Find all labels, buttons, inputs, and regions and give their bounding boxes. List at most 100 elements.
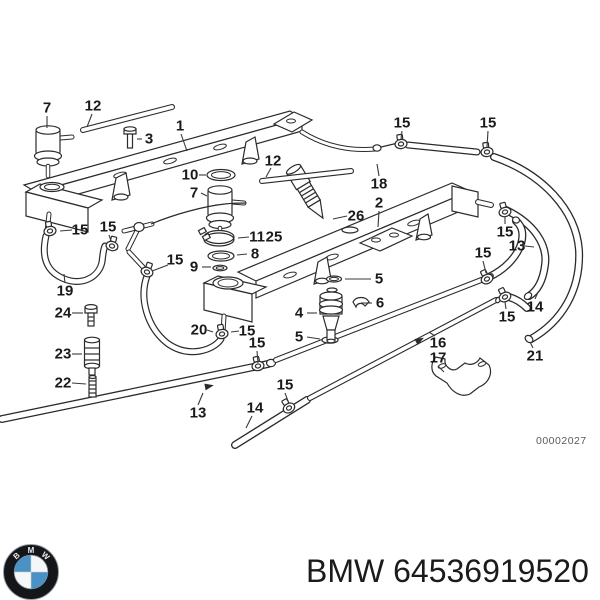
callout-label-18: 18 (371, 176, 388, 193)
callout-label-2: 2 (375, 195, 383, 212)
callout-label-6: 6 (376, 295, 384, 312)
callout-label-15: 15 (499, 309, 516, 326)
callout-leader (437, 365, 445, 373)
callout-label-15: 15 (394, 115, 411, 132)
callout-leader (377, 210, 380, 228)
callout-label-15: 15 (497, 224, 514, 241)
callout-label-3: 3 (145, 131, 153, 148)
callout-label-1: 1 (176, 118, 184, 135)
clip-6 (352, 296, 370, 309)
logo-letter-m: M (28, 546, 35, 555)
callout-label-17: 17 (430, 350, 447, 367)
callout-label-16: 16 (430, 335, 447, 352)
logo-letter-w: W (40, 550, 52, 562)
callout-label-19: 19 (57, 283, 74, 300)
callout-label-8: 8 (251, 246, 259, 263)
stud-22 (88, 374, 97, 398)
bmw-logo: B M W (3, 544, 59, 600)
callout-leader (376, 163, 380, 177)
hose-19 (40, 232, 109, 285)
o-ring-9 (212, 264, 228, 272)
callout-leader (284, 392, 289, 402)
callout-label-13: 13 (509, 238, 526, 255)
fuel-pipe-12-center (259, 168, 354, 184)
callout-label-26: 26 (348, 208, 365, 225)
callout-label-15: 15 (100, 219, 117, 236)
o-ring-5-upper (325, 275, 343, 283)
callout-label-21: 21 (527, 348, 544, 365)
callout-leader (306, 336, 321, 340)
callout-label-15: 15 (167, 252, 184, 269)
seal-ring-10 (206, 168, 236, 182)
callout-label-15: 15 (277, 377, 294, 394)
callout-leader (108, 234, 112, 242)
callout-leader (200, 192, 208, 197)
injector-4 (318, 287, 344, 344)
hose-20 (140, 272, 225, 356)
pipe-16-lower (307, 296, 501, 401)
logo-letter-b: B (11, 551, 21, 562)
tee-fitting (121, 202, 247, 270)
diagram-sheet-number: 00002027 (536, 435, 587, 447)
callout-label-15: 15 (480, 115, 497, 132)
callout-leader (197, 392, 204, 406)
fuel-pipe-13 (0, 358, 277, 423)
callout-leader (71, 382, 87, 385)
callout-label-5: 5 (295, 329, 303, 346)
fuel-pipe-12-upper (80, 104, 175, 133)
callout-leader (59, 229, 73, 232)
callout-label-23: 23 (55, 346, 72, 363)
callout-leader (400, 130, 403, 140)
callout-label-15: 15 (239, 323, 256, 340)
callout-leader (428, 331, 436, 337)
callout-leader (534, 291, 539, 300)
fuel-rail-lower (202, 182, 494, 335)
callout-leader (504, 301, 507, 310)
callout-leader (151, 264, 169, 272)
callout-label-15: 15 (249, 335, 266, 352)
callout-leader (482, 260, 487, 274)
callout-leader (237, 236, 250, 239)
callout-leader (236, 253, 248, 256)
callout-label-15: 15 (475, 245, 492, 262)
hose-18 (299, 129, 481, 156)
callout-label-12: 12 (265, 153, 282, 170)
bolt-24 (84, 304, 98, 327)
callout-label-22: 22 (55, 375, 72, 392)
hose-13-right (490, 153, 584, 344)
callout-label-24: 24 (55, 305, 72, 322)
part-number-title: BMW 64536919520 (306, 553, 589, 589)
bolt-3 (123, 126, 137, 149)
pressure-regulator-left (33, 125, 75, 179)
callout-leader (529, 341, 534, 349)
band-clamp-11-25 (197, 226, 235, 247)
callout-leader (206, 329, 214, 333)
callout-label-14: 14 (247, 400, 264, 417)
callout-label-4: 4 (295, 305, 304, 322)
callout-label-7: 7 (43, 100, 51, 117)
callout-leader (332, 215, 348, 220)
bracket-17 (431, 356, 492, 396)
callout-leader (265, 167, 272, 178)
callout-label-15: 15 (72, 222, 89, 239)
callout-leader (486, 130, 489, 148)
callout-label-7: 7 (190, 185, 198, 202)
callout-label-5: 5 (375, 271, 383, 288)
callout-label-12: 12 (85, 98, 102, 115)
callout-label-10: 10 (182, 167, 199, 184)
callout-leader (245, 415, 253, 429)
callout-leader (524, 245, 535, 248)
callout-label-9: 9 (190, 259, 198, 276)
callout-label-14: 14 (527, 299, 544, 316)
callout-label-11: 11 (249, 229, 265, 246)
callout-leader (180, 133, 188, 152)
callout-label-13: 13 (190, 405, 207, 422)
callout-leader (63, 273, 66, 284)
callout-leader (86, 113, 93, 128)
seal-8 (207, 250, 235, 262)
damper-23 (83, 336, 101, 376)
callout-label-25: 25 (266, 229, 283, 246)
